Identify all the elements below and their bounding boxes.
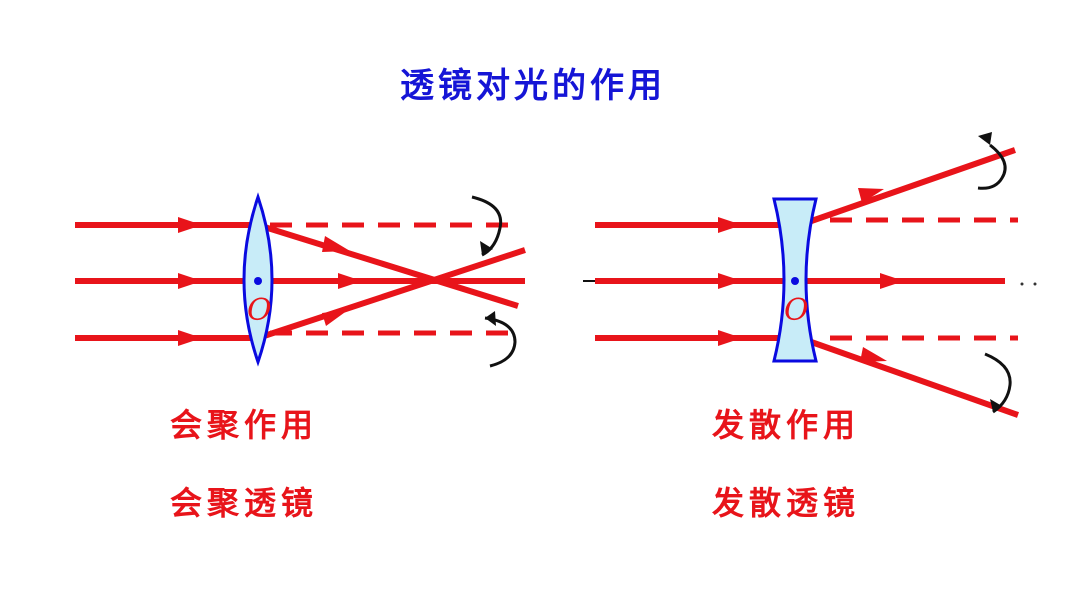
optical-center-dot (791, 277, 799, 285)
convex-effect-label: 会聚作用 (170, 406, 319, 444)
ray-arrow (880, 273, 904, 289)
rotation-arrow-icon (977, 132, 1007, 190)
rotation-arrow-icon (471, 195, 503, 257)
diagram-title: 透镜对光的作用 (400, 66, 666, 106)
optical-center-dot (254, 277, 262, 285)
ray-arrow (718, 217, 742, 233)
ray-arrow (858, 188, 884, 203)
refracted-ray-bottom (257, 247, 526, 341)
refracted-ray-bottom (799, 335, 1019, 418)
optical-center-label: O (247, 293, 272, 328)
convex-lens-group: O (75, 192, 526, 368)
ray-arrow (178, 217, 202, 233)
concave-effect-label: 发散作用 (712, 406, 861, 444)
trailing-dot (1033, 282, 1037, 286)
ray-arrow (338, 273, 362, 289)
ray-arrow (322, 310, 348, 326)
ray-arrow (178, 273, 202, 289)
rotation-arrow-icon (484, 311, 517, 368)
ray-arrow (860, 347, 887, 362)
ray-arrow (718, 330, 742, 346)
convex-lens-label: 会聚透镜 (170, 484, 319, 522)
trailing-dot (1020, 282, 1024, 286)
optical-center-label: O (784, 293, 809, 328)
refracted-ray-top (799, 147, 1016, 228)
concave-lens-group: O (583, 132, 1037, 418)
ray-arrow (322, 236, 350, 252)
concave-lens-label: 发散透镜 (712, 484, 861, 522)
ray-arrow (178, 330, 202, 346)
ray-arrow (718, 273, 742, 289)
rotation-arrow-icon (984, 352, 1012, 414)
refracted-ray-top (257, 222, 519, 309)
